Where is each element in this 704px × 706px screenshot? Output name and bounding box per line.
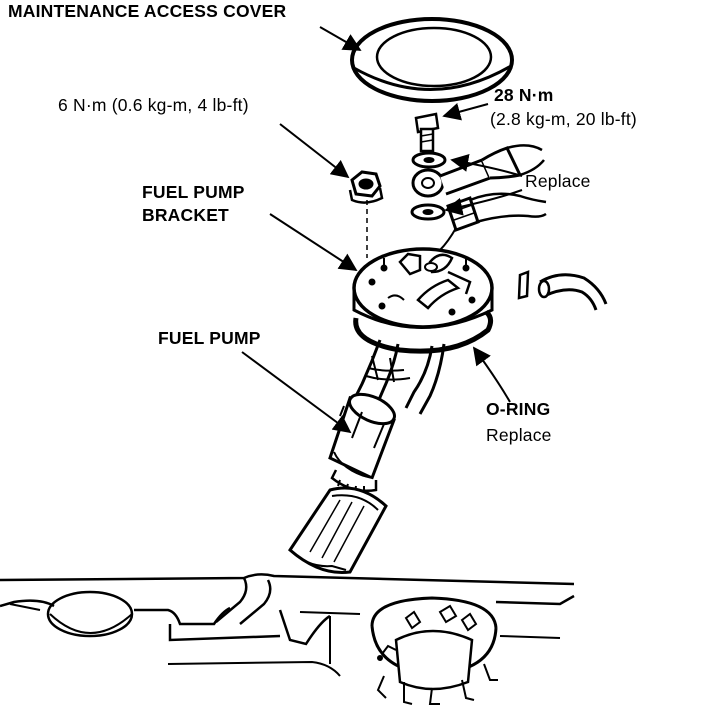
label-replace-washers: Replace: [525, 171, 591, 191]
arrow-o-ring: [472, 346, 511, 403]
label-bolt-torque-conversion: (2.8 kg-m, 20 lb-ft): [490, 109, 637, 129]
label-fuel-pump: FUEL PUMP: [158, 328, 261, 348]
label-maintenance-access-cover: MAINTENANCE ACCESS COVER: [8, 1, 287, 21]
arrow-replace-lower: [444, 189, 523, 216]
flange-nut: [348, 170, 384, 258]
fuel-tank: [0, 573, 575, 677]
fuel-hose-and-clamp: [517, 270, 608, 311]
tank-opening: [370, 596, 498, 705]
arrow-bolt: [442, 103, 489, 121]
arrow-nut: [279, 123, 350, 179]
label-fuel-pump-bracket-line2: BRACKET: [142, 205, 229, 225]
pump-harness: [352, 339, 446, 415]
electrical-connector: [439, 192, 547, 251]
label-o-ring-replace: Replace: [486, 425, 552, 445]
arrow-fuel-pump: [241, 351, 352, 434]
o-ring: [353, 310, 494, 354]
banjo-bolt: [414, 112, 440, 153]
arrow-replace-upper: [450, 154, 523, 177]
leader-arrows: [241, 26, 523, 434]
sealing-washers: [410, 151, 447, 221]
label-bolt-torque-value: 28 N·m: [494, 85, 554, 105]
label-nut-torque: 6 N·m (0.6 kg-m, 4 lb-ft): [58, 95, 249, 115]
label-o-ring: O-RING: [486, 399, 551, 419]
label-fuel-pump-bracket-line1: FUEL PUMP: [142, 182, 245, 202]
fuel-pump-body: [328, 392, 396, 493]
fuel-strainer: [288, 486, 388, 575]
fuel-pump-bracket: [352, 247, 494, 329]
arrow-cover: [319, 26, 362, 51]
maintenance-access-cover: [350, 17, 514, 103]
arrow-bracket: [269, 213, 358, 271]
